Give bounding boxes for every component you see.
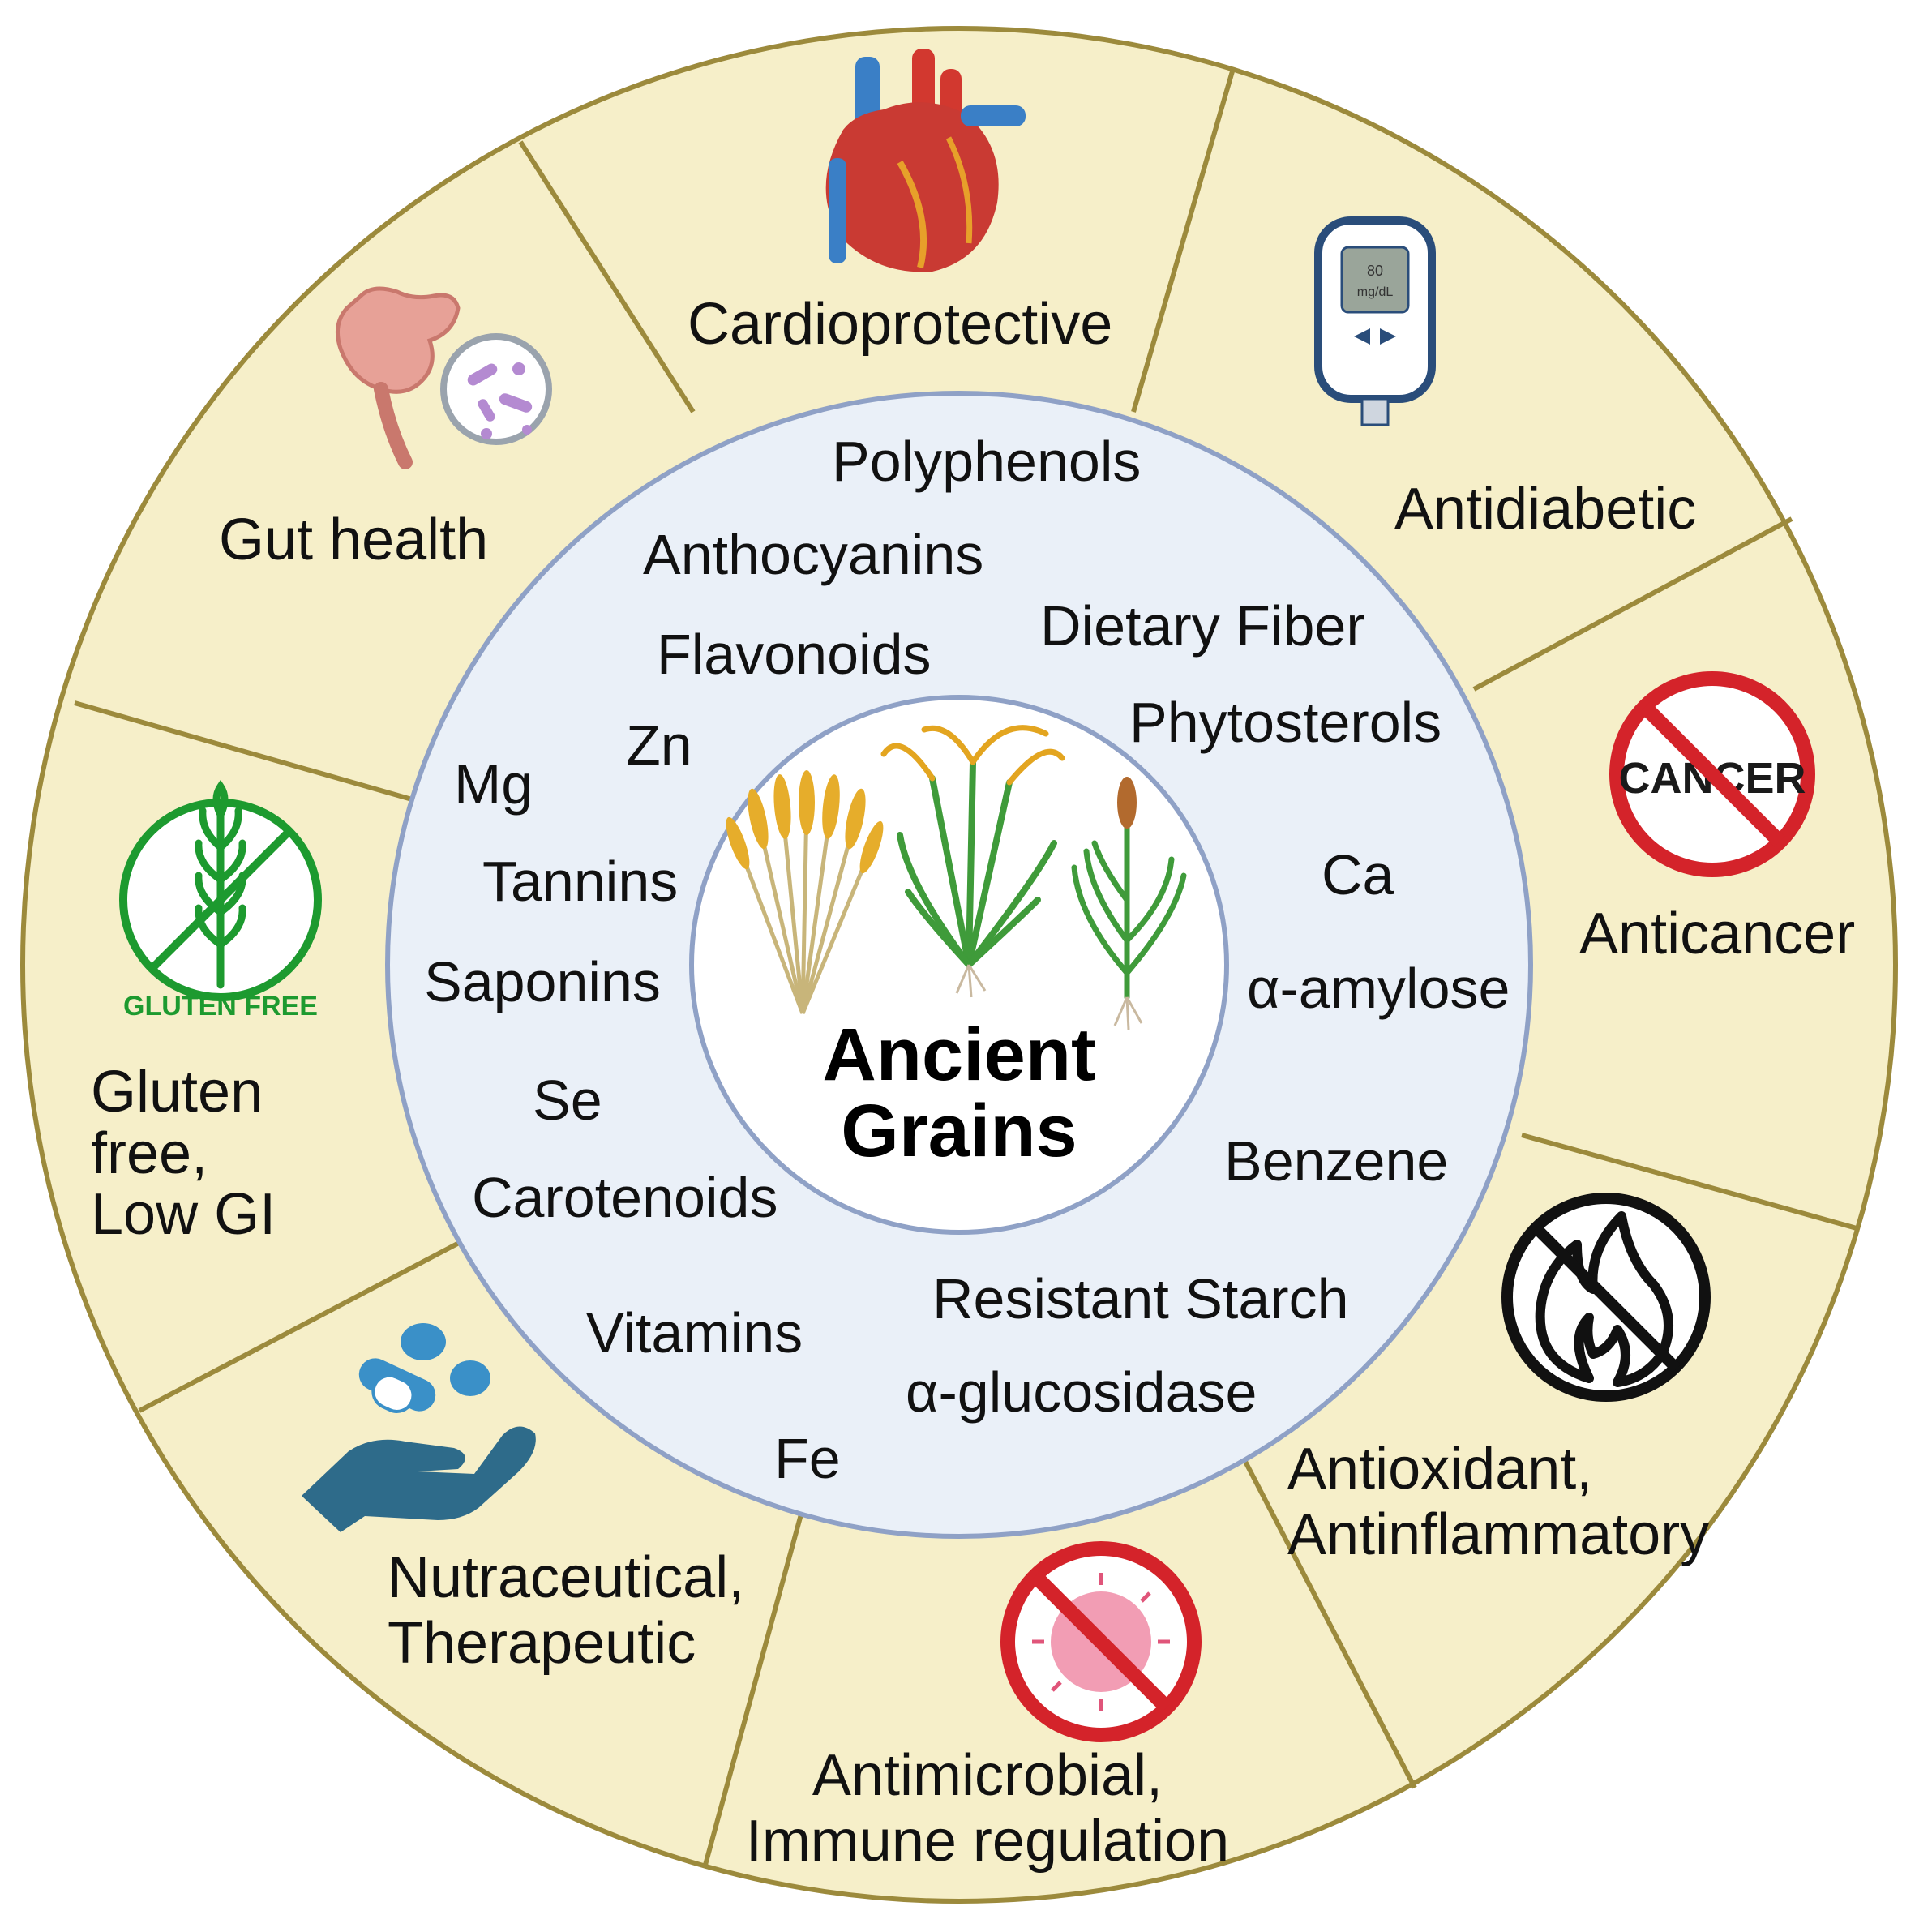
no-inflammation-flame-icon xyxy=(1501,1193,1711,1402)
gluten-free-badge-text: GLUTEN FREE xyxy=(123,991,318,1022)
nutraceutical-label-line1: Nutraceutical, xyxy=(388,1545,745,1610)
compound-anthocyanins: Anthocyanins xyxy=(643,523,984,586)
antioxidant-antiinflammatory-label: Antioxidant, Antinflammatory xyxy=(1287,1437,1709,1567)
compound-se: Se xyxy=(533,1069,602,1132)
center-title-line2: Grains xyxy=(841,1089,1077,1172)
hand-with-pills-icon xyxy=(302,1323,536,1532)
compound-ca: Ca xyxy=(1322,843,1394,906)
gluten-label-line2: free, xyxy=(91,1120,208,1186)
center-title: Ancient Grains xyxy=(822,1017,1095,1170)
compound-fe: Fe xyxy=(774,1427,841,1490)
sorghum-plant-icon xyxy=(1071,777,1187,1030)
no-microbe-icon xyxy=(1000,1541,1202,1742)
compound-tannins: Tannins xyxy=(482,850,679,913)
gluten-label-line1: Gluten xyxy=(91,1060,263,1125)
sector-dividers xyxy=(74,71,1857,1866)
compound-zn: Zn xyxy=(626,713,692,777)
compound-vitamins: Vitamins xyxy=(586,1301,803,1364)
gut-microbiome-icon xyxy=(335,286,552,469)
antioxidant-label-line2: Antinflammatory xyxy=(1287,1501,1710,1567)
glucometer-icon: 80 mg/dL xyxy=(1314,216,1436,426)
gluten-free-low-gi-label: Gluten free, Low GI xyxy=(91,1060,276,1248)
antidiabetic-label: Antidiabetic xyxy=(1394,477,1697,542)
compound-saponins: Saponins xyxy=(424,950,661,1013)
glucometer-reading: 80 xyxy=(1367,263,1383,279)
wheat-plant-icon xyxy=(726,770,884,1014)
compound-mg: Mg xyxy=(454,752,533,816)
compound-resistant-starch: Resistant Starch xyxy=(932,1267,1349,1330)
nutraceutical-therapeutic-label: Nutraceutical, Therapeutic xyxy=(388,1545,744,1676)
cardioprotective-label: Cardioprotective xyxy=(688,292,1113,357)
no-cancer-icon: CANCER xyxy=(1609,671,1815,877)
antioxidant-label-line1: Antioxidant, xyxy=(1287,1437,1593,1501)
gluten-free-icon: GLUTEN FREE xyxy=(119,779,322,1022)
compound-dietary-fiber: Dietary Fiber xyxy=(1040,594,1365,658)
compound-phytosterols: Phytosterols xyxy=(1129,691,1442,754)
antimicrobial-label-line2: Immune regulation xyxy=(745,1808,1230,1874)
anticancer-label: Anticancer xyxy=(1579,902,1856,966)
heart-icon xyxy=(825,49,1026,272)
nutraceutical-label-line2: Therapeutic xyxy=(388,1610,696,1676)
compound-flavonoids: Flavonoids xyxy=(657,623,932,686)
compound-alpha-amylose: α-amylose xyxy=(1247,957,1510,1020)
compound-carotenoids: Carotenoids xyxy=(472,1166,778,1229)
antimicrobial-label-line1: Antimicrobial, xyxy=(812,1743,1163,1808)
gluten-label-line3: Low GI xyxy=(91,1182,276,1248)
center-title-line1: Ancient xyxy=(822,1013,1096,1096)
compound-alpha-glucosidase: α-glucosidase xyxy=(906,1360,1257,1424)
gut-health-label: Gut health xyxy=(219,508,489,572)
compound-benzene: Benzene xyxy=(1224,1129,1449,1193)
compound-polyphenols: Polyphenols xyxy=(832,430,1142,493)
glucometer-unit: mg/dL xyxy=(1357,285,1394,299)
grain-plants-illustration xyxy=(726,725,1187,1030)
antimicrobial-immune-label: Antimicrobial, Immune regulation xyxy=(728,1743,1247,1874)
rice-plant-icon xyxy=(880,725,1065,998)
